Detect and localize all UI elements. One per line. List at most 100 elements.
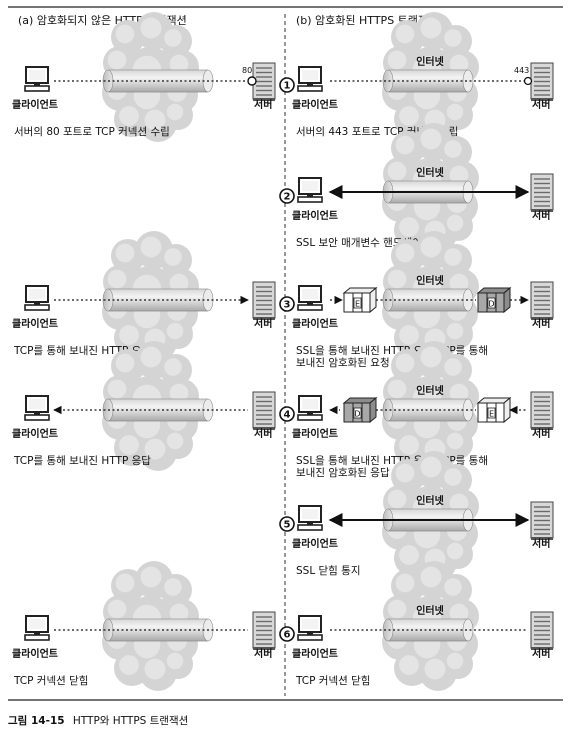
client-computer-icon [297, 66, 323, 92]
http-panel-step-4: 클라이언트 서버 TCP를 통해 보내진 HTTP 응답 [12, 341, 276, 471]
internet-label: 인터넷 [416, 274, 444, 287]
step-number: 4 [284, 410, 291, 421]
packet-letter: E [355, 300, 360, 309]
right-step-caption: 보내진 암호화된 요청 [296, 357, 390, 369]
encrypted-packet-icon: E [342, 286, 378, 314]
right-step-caption: TCP 커넥션 닫힘 [295, 675, 370, 687]
server-tower-icon [530, 501, 554, 540]
network-pipe [103, 181, 213, 203]
left-step-caption: TCP를 통해 보내진 HTTP 응답 [13, 454, 151, 467]
step-number: 2 [284, 192, 291, 203]
network-pipe [382, 398, 474, 422]
server-tower-icon [253, 502, 275, 540]
server-label: 서버 [532, 427, 550, 440]
network-pipe [382, 69, 474, 93]
cloud [382, 231, 479, 361]
internet-label: 인터넷 [416, 494, 444, 507]
client-computer-icon [24, 285, 50, 311]
packet-letter: D [488, 300, 494, 309]
server-label: 서버 [532, 647, 550, 660]
step-number-badge: 2 [279, 188, 295, 204]
client-label: 클라이언트 [292, 209, 338, 222]
encrypted-packet-icon: E [476, 396, 512, 424]
client-label: 클라이언트 [292, 427, 338, 440]
packet-letter: D [354, 410, 360, 419]
left-step-caption: TCP 커넥션 닫힘 [13, 675, 88, 687]
internet-label: 인터넷 [416, 166, 444, 179]
internet-label: 인터넷 [416, 55, 444, 68]
client-computer-icon [24, 615, 50, 641]
internet-label: 인터넷 [416, 384, 444, 397]
server-tower-icon [530, 391, 554, 430]
server-label: 서버 [254, 317, 272, 330]
server-label: 서버 [254, 647, 272, 660]
step-number: 1 [284, 81, 291, 92]
server-tower-icon [252, 62, 276, 101]
client-label: 클라이언트 [292, 537, 338, 550]
figure-title: HTTP와 HTTPS 트랜잭션 [73, 715, 188, 727]
server-label: 서버 [254, 98, 272, 111]
right-step-caption: 보내진 암호화된 응답 [296, 467, 390, 479]
client-label: 클라이언트 [292, 647, 338, 660]
network-pipe [382, 288, 474, 312]
client-label: 클라이언트 [292, 98, 338, 111]
step-number-badge: 4 [279, 406, 295, 422]
client-label: 클라이언트 [12, 317, 58, 330]
server-tower-icon [253, 174, 275, 212]
step-number-badge: 3 [279, 296, 295, 312]
client-computer-icon [297, 615, 323, 641]
decrypted-packet-icon: D [342, 396, 378, 424]
client-label: 클라이언트 [292, 317, 338, 330]
server-tower-icon [252, 281, 276, 320]
client-label: 클라이언트 [12, 427, 58, 440]
http-panel-step-6: 클라이언트 서버 TCP 커넥션 닫힘 [12, 561, 276, 691]
client-computer-icon [24, 66, 50, 92]
client-computer-icon [297, 505, 323, 531]
server-tower-icon [530, 281, 554, 320]
client-computer-icon [297, 285, 323, 311]
port-80-label: 80 [242, 66, 252, 75]
right-step-caption: SSL 닫힘 통지 [296, 565, 361, 577]
step-number: 5 [284, 520, 291, 531]
step-number-badge: 1 [279, 77, 295, 93]
client-computer-icon [297, 177, 323, 203]
server-label: 서버 [254, 427, 272, 440]
client-computer-icon [25, 506, 49, 530]
decrypted-packet-icon: D [476, 286, 512, 314]
client-label: 클라이언트 [12, 647, 58, 660]
server-label: 서버 [532, 317, 550, 330]
network-pipe [382, 618, 474, 642]
server-tower-icon [530, 62, 554, 101]
server-label: 서버 [532, 209, 550, 222]
client-label: 클라이언트 [12, 98, 58, 111]
server-tower-icon [252, 391, 276, 430]
step-number: 3 [284, 300, 291, 311]
step-number-badge: 6 [279, 626, 295, 642]
network-pipe [103, 509, 213, 531]
server-label: 서버 [532, 537, 550, 550]
server-tower-icon [530, 611, 554, 650]
port-443-marker [523, 76, 533, 86]
port-80-marker [247, 76, 257, 86]
http-panel-step-1: 클라이언트 서버 80 서버의 80 포트로 TCP 커넥션 수립 [12, 12, 276, 142]
left-step-caption: 서버의 80 포트로 TCP 커넥션 수립 [14, 125, 170, 138]
server-tower-icon [252, 611, 276, 650]
internet-label: 인터넷 [416, 604, 444, 617]
client-computer-icon [25, 178, 49, 202]
port-443-label: 443 [514, 66, 529, 75]
client-computer-icon [297, 395, 323, 421]
server-label: 서버 [532, 98, 550, 111]
figure-label: 그림 14-15 [8, 715, 65, 727]
